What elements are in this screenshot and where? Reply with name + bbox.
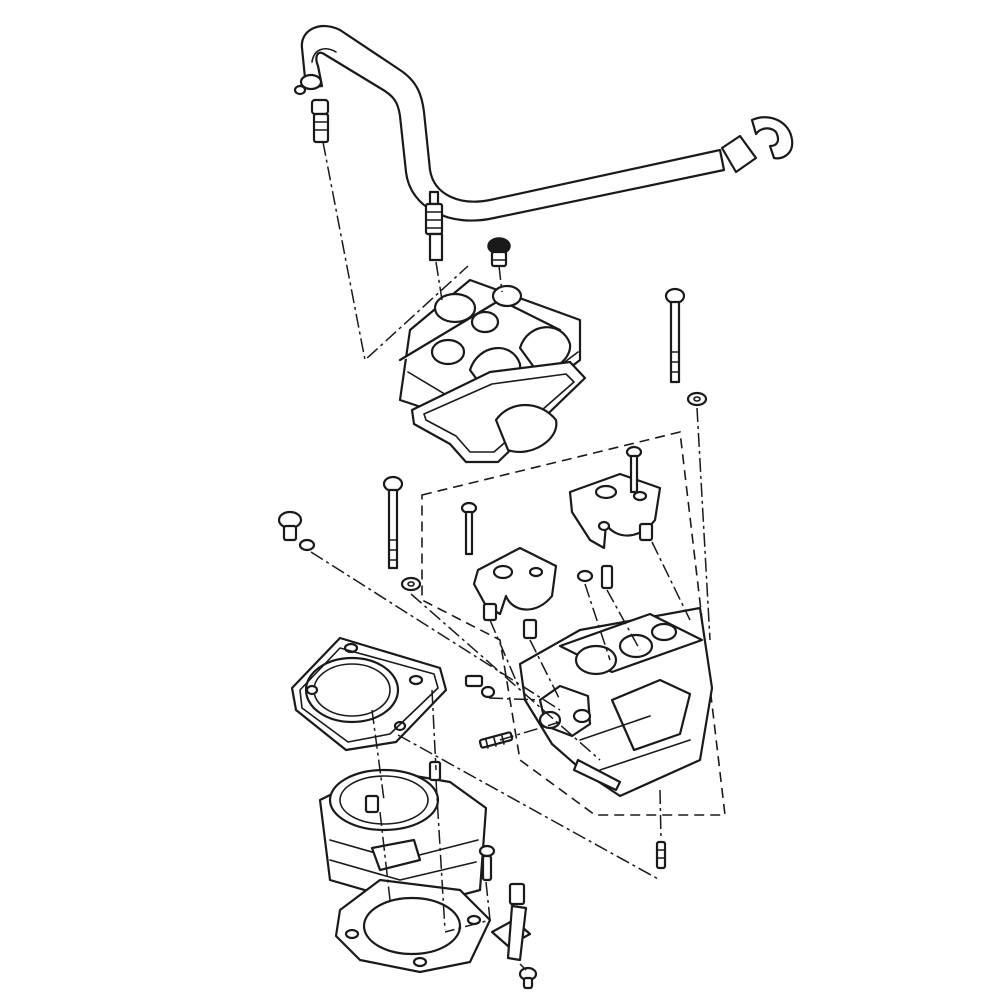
dowel-pin [522,564,614,640]
long-bolt [625,445,643,494]
long-bolt [664,287,686,384]
hose-fitting [293,73,330,144]
chain-guide-bracket [490,882,532,962]
valve-cover-gasket [410,360,587,464]
head-gasket [290,636,448,752]
camshaft-bearing-cap [472,546,558,622]
washer [298,538,316,552]
banjo-bolt [277,510,303,542]
hose-clamp [720,116,794,174]
breather-hose [300,24,726,222]
base-gasket [334,878,492,974]
camshaft-bearing-cap [568,472,662,550]
dowel-pin [478,844,496,882]
long-bolt [460,501,478,556]
camshaft-group-outline [421,431,726,816]
spark-plug [424,190,444,262]
stud [478,731,514,749]
leader-lines [310,141,711,971]
banjo-bolt [518,966,538,990]
oil-filler-cap [487,237,511,268]
banjo-bolt [464,674,496,699]
long-bolt [382,475,404,570]
cylinder-head [518,606,714,798]
washer [686,391,708,407]
stud [655,840,667,870]
washer [400,576,422,592]
